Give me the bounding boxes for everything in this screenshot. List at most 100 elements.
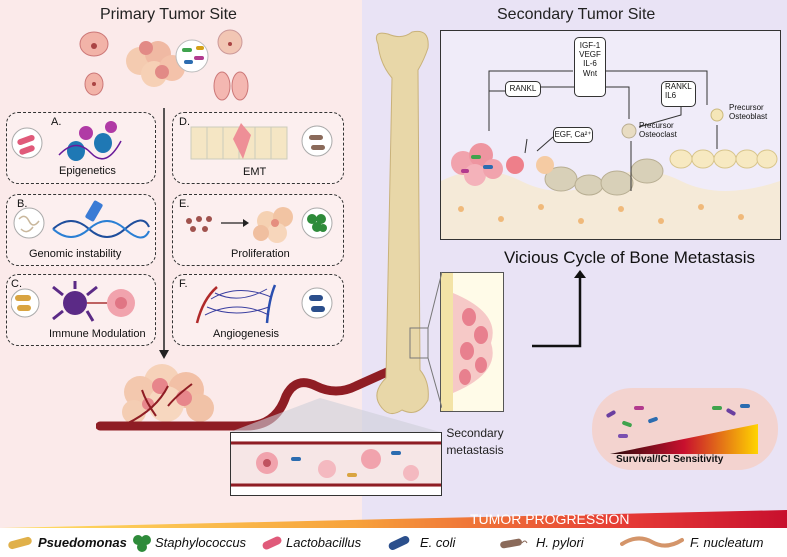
tumor-cluster-icon — [126, 41, 185, 87]
pipette-icon — [85, 200, 103, 222]
cell-cluster-icon — [253, 207, 293, 243]
egf-ca-box: EGF, Ca²⁺ — [553, 127, 593, 143]
proliferation-illustration — [186, 207, 333, 243]
e-coli-icon — [388, 536, 410, 550]
precursor-osteoclast-label: Precursor Osteoclast — [639, 121, 677, 140]
secondary-metastasis-text: Secondary metastasis — [446, 426, 504, 458]
h-pylori-bubble-icon — [301, 125, 333, 157]
precursor-osteoblast-icon — [710, 108, 724, 122]
bone-cells — [458, 204, 744, 224]
bacteria-bubble-icon — [175, 39, 209, 73]
bacteria-bubble-icon — [11, 288, 40, 318]
vessel-zoom-lines — [230, 398, 440, 432]
emt-illustration — [190, 123, 333, 160]
tumor-cell-icon — [536, 156, 554, 174]
precursor-osteoclast-icon — [621, 123, 637, 139]
panel-caption: Genomic instability — [29, 248, 122, 260]
panel-proliferation: E. Proliferation — [172, 194, 344, 266]
nucleosome-icon — [58, 121, 122, 161]
lactobacillus-icon — [262, 536, 282, 550]
kidney-icon — [84, 72, 104, 96]
egf-ca-text: EGF, Ca²⁺ — [554, 130, 592, 139]
osteoclast-chain-icon — [544, 158, 664, 196]
panel-emt: D. EMT — [172, 112, 344, 184]
epigenetics-illustration — [11, 121, 122, 161]
survival-illustration — [606, 404, 758, 454]
staphylococcus-bubble-icon — [301, 207, 333, 239]
cycle-arrow — [532, 270, 586, 348]
h-pylori-icon — [500, 538, 528, 549]
breast-icon — [217, 29, 243, 55]
vessel-inset — [230, 432, 442, 496]
rankl-il6-text: RANKL IL6 — [665, 82, 692, 101]
survival-capsule: Survival/ICI Sensitivity — [592, 388, 778, 470]
panel-letter: F. — [179, 278, 188, 290]
tumor-cell-icon — [107, 289, 135, 317]
panel-letter: B. — [17, 198, 28, 210]
panel-letter: C. — [11, 278, 22, 290]
legend-e-coli: E. coli — [420, 535, 456, 550]
precursor-osteoblast-label: Precursor Osteoblast — [729, 103, 768, 122]
vicious-cycle-illustration — [441, 70, 780, 239]
panel-caption: EMT — [243, 166, 267, 178]
legend-h-pylori: H. pylori — [536, 535, 584, 550]
vessel-inset-illustration — [231, 441, 441, 487]
panel-letter: A. — [51, 116, 62, 128]
bone-lesion-illustration — [441, 273, 493, 411]
osteoblast-row-icon — [669, 149, 778, 169]
legend-staphylococcus: Staphylococcus — [155, 535, 247, 550]
legend: Psuedomonas Staphylococcus Lactobacillus… — [0, 528, 787, 557]
dna-helix-icon — [52, 219, 150, 239]
angiogenesis-illustration — [195, 284, 333, 324]
panel-caption: Epigenetics — [59, 165, 116, 177]
secondary-site-title: Secondary Tumor Site — [497, 6, 656, 23]
growth-factors-text: IGF-1 VEGF IL-6 Wnt — [579, 41, 601, 78]
panel-letter: D. — [179, 116, 190, 128]
f-nucleatum-icon — [620, 536, 684, 548]
staphylococcus-icon — [133, 535, 151, 552]
survival-label: Survival/ICI Sensitivity — [616, 454, 724, 465]
down-arrow — [159, 108, 169, 359]
panel-epigenetics: A. Epigenetics — [6, 112, 156, 184]
legend-f-nucleatum: F. nucleatum — [690, 535, 764, 550]
bone-lesion-inset — [440, 272, 504, 412]
bladder-icon — [79, 31, 109, 57]
rankl-box: RANKL — [505, 81, 541, 97]
dendritic-cell-icon — [52, 281, 98, 322]
rankl-text: RANKL — [509, 84, 537, 93]
tumor-cluster-icon — [451, 143, 503, 186]
primary-organs-illustration — [79, 29, 249, 101]
panel-caption: Angiogenesis — [213, 328, 280, 340]
primary-site-title: Primary Tumor Site — [100, 6, 237, 23]
tumor-progression-label: TUMOR PROGRESSION — [470, 511, 630, 527]
panel-caption: Proliferation — [231, 248, 290, 260]
panel-genomic-instability: B. Genomic instability — [6, 194, 156, 266]
immune-illustration — [11, 281, 135, 322]
tumor-progression-bar — [0, 510, 787, 528]
fragment-bubble-icon — [13, 207, 45, 239]
tumor-cell-icon — [506, 156, 524, 174]
bone-zoom-lines — [409, 271, 442, 409]
secondary-metastasis-label: Secondary metastasis — [440, 425, 510, 460]
panel-immune-modulation: C. Immune Modulation — [6, 274, 156, 346]
tumor-mass-icon — [122, 364, 214, 425]
legend-lactobacillus: Lactobacillus — [286, 535, 362, 550]
vicious-cycle-box: IGF-1 VEGF IL-6 Wnt RANKL RANKL IL6 EGF,… — [440, 30, 781, 240]
vessel-network-icon — [195, 284, 277, 324]
panel-caption: Immune Modulation — [49, 328, 146, 340]
rankl-il6-box: RANKL IL6 — [661, 81, 696, 107]
lactobacillus-bubble-icon — [11, 127, 43, 159]
legend-pseudomonas: Psuedomonas — [38, 535, 127, 550]
e-coli-bubble-icon — [301, 287, 333, 319]
mesenchymal-cell-icon — [233, 123, 251, 159]
genomic-illustration — [13, 200, 150, 239]
lung-icon — [213, 71, 249, 101]
femur-bone — [375, 30, 429, 414]
single-cells-icon — [186, 216, 212, 232]
pseudomonas-icon — [8, 536, 32, 550]
panel-angiogenesis: F. Angiogenesis — [172, 274, 344, 346]
growth-factors-box: IGF-1 VEGF IL-6 Wnt — [574, 37, 606, 97]
vicious-cycle-title: Vicious Cycle of Bone Metastasis — [504, 248, 756, 267]
panel-letter: E. — [179, 198, 190, 210]
